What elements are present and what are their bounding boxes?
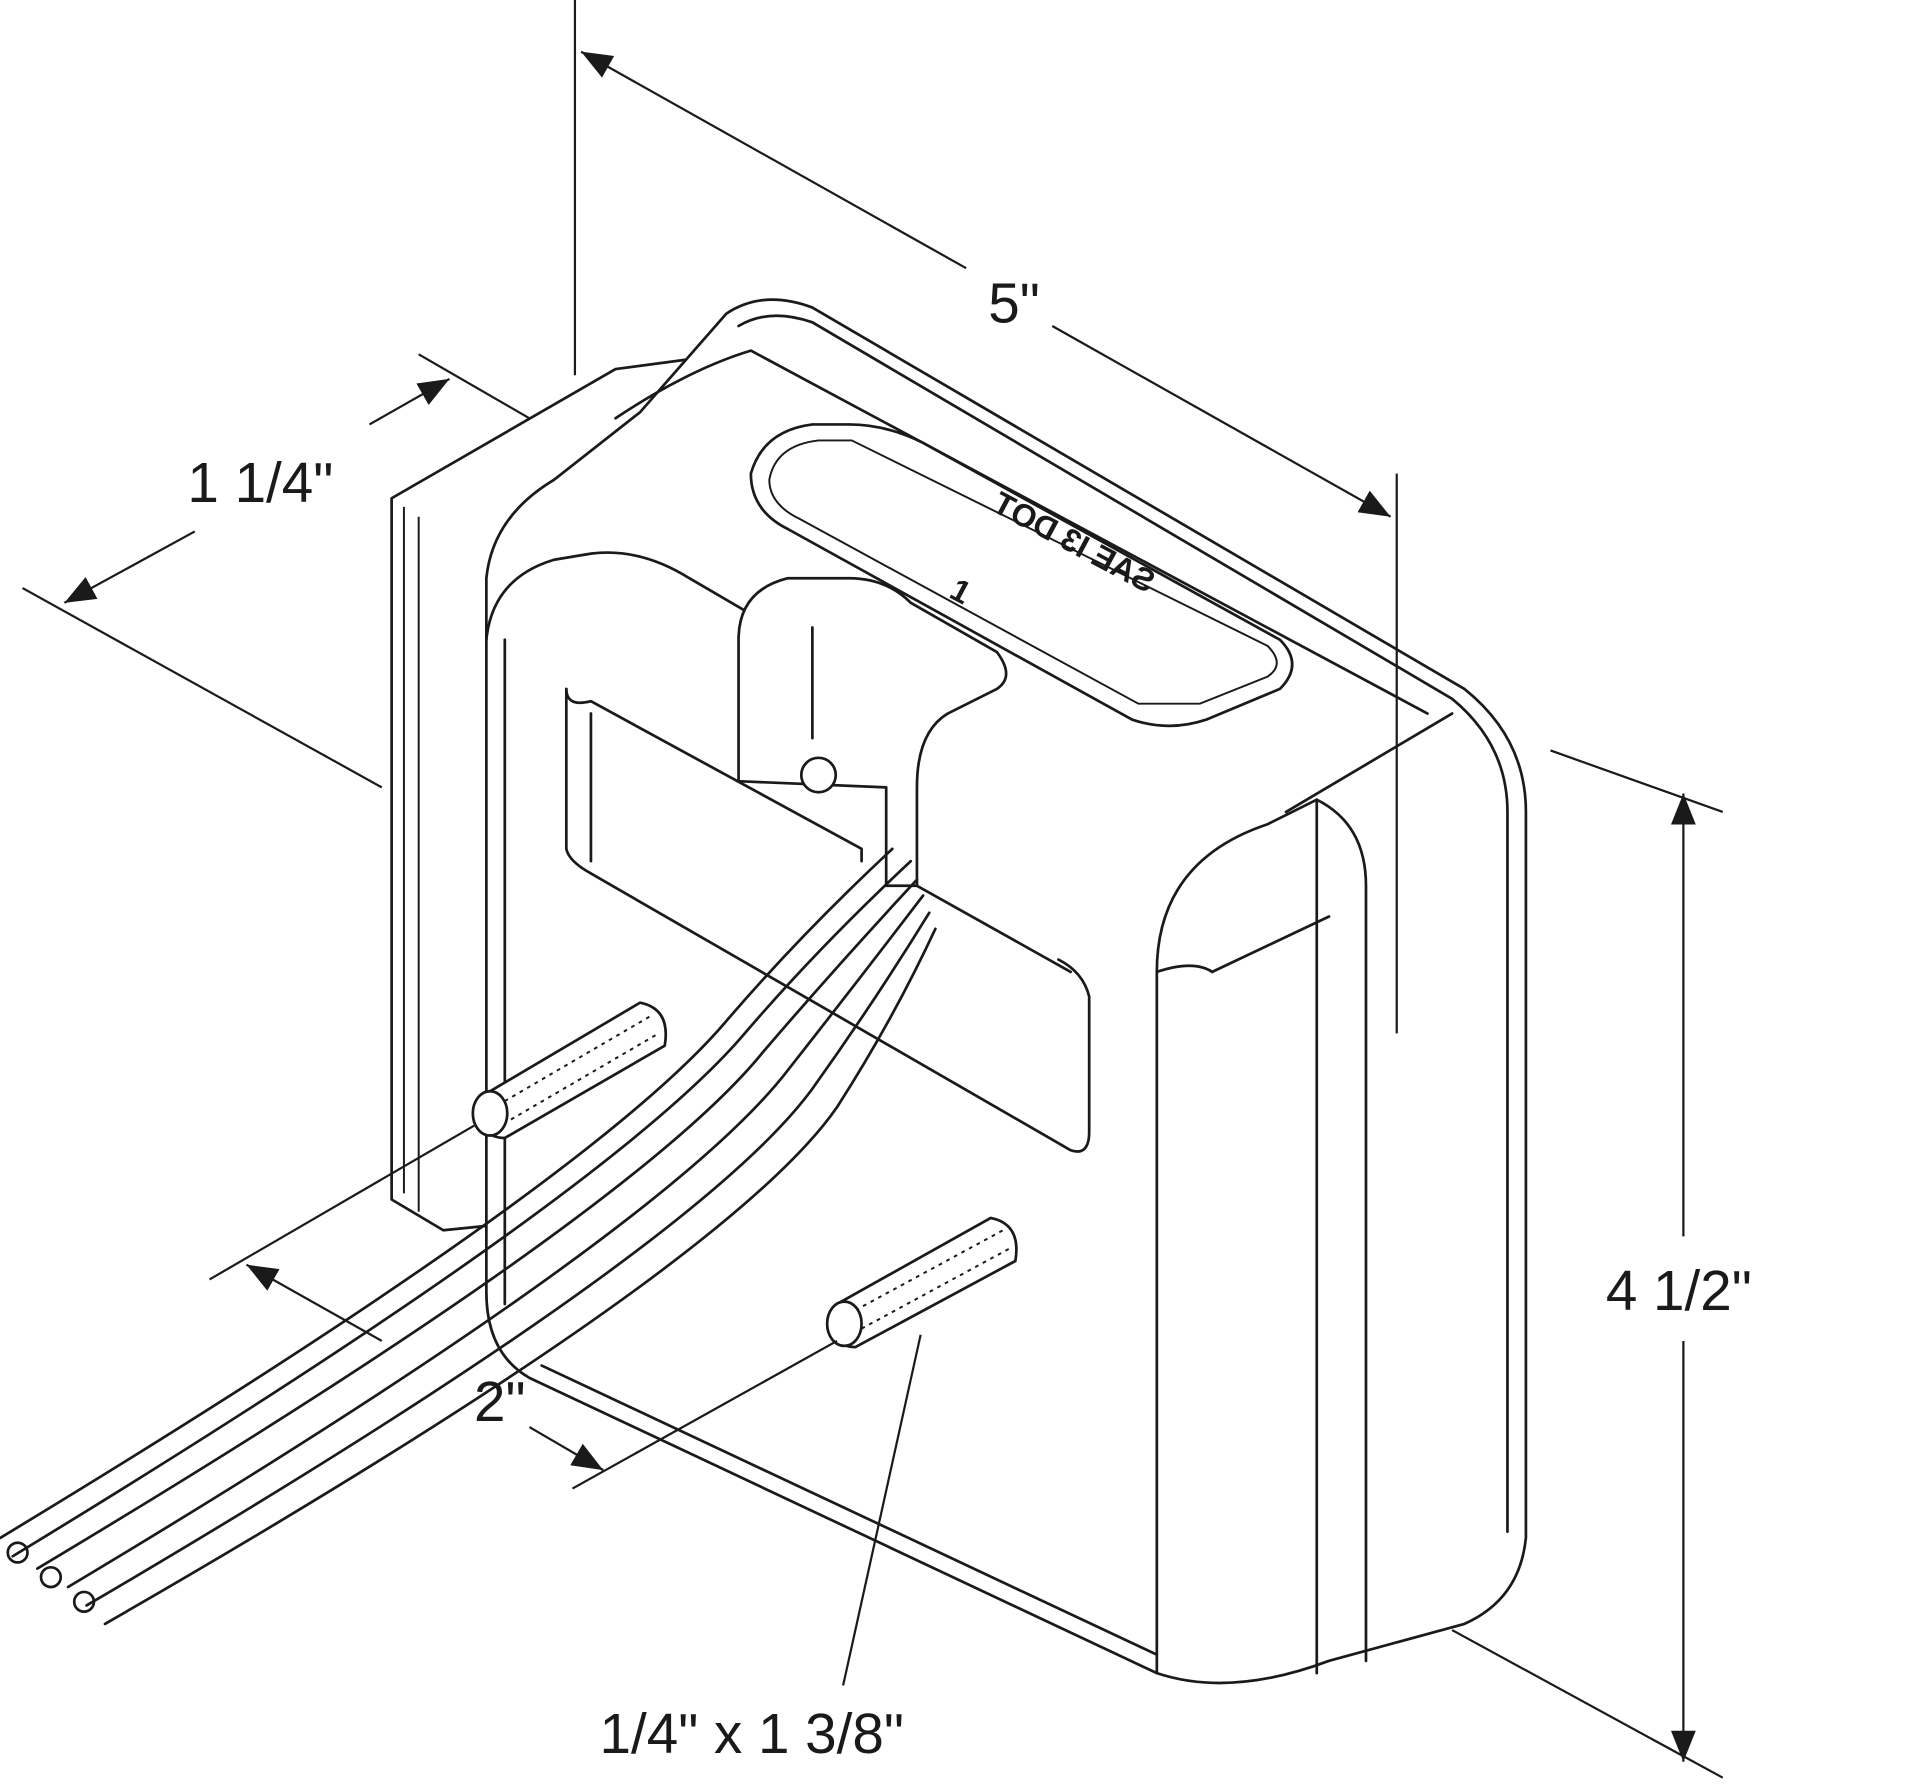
dimension-label-stud-spacing: 2" (474, 1370, 526, 1433)
dimension-4-1-2in: 4 1/2" (1451, 749, 1752, 1779)
lead-wires (0, 847, 937, 1626)
stud-size-callout: 1/4" x 1 3/8" (600, 1334, 922, 1765)
dimension-2in: 2" (208, 1124, 838, 1490)
dimension-label-depth: 1 1/4" (187, 451, 333, 514)
dimension-label-height: 4 1/2" (1606, 1259, 1752, 1322)
dimension-label-length: 5" (988, 271, 1040, 334)
dimension-label-stud-size: 1/4" x 1 3/8" (600, 1702, 904, 1765)
mounting-stud-upper (471, 1001, 668, 1140)
dimension-5in: 5" (573, 0, 1398, 1034)
dimension-1-1-4in: 1 1/4" (22, 353, 530, 789)
mounting-stud-lower (825, 1216, 1018, 1349)
lamp-body: SAE I3 DOT 1 (485, 298, 1528, 1685)
